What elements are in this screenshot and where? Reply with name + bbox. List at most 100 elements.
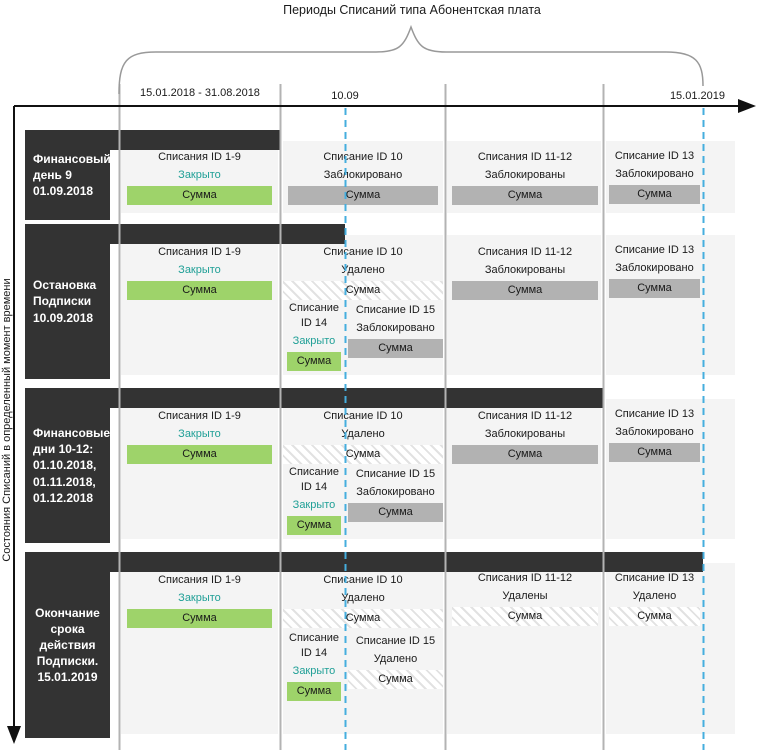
charge-status: Заблокированы xyxy=(484,169,566,181)
amount-bar: Сумма xyxy=(452,281,598,300)
charge-card: Списания ID 1-9 Закрыто Сумма xyxy=(121,573,278,628)
charge-status: Закрыто xyxy=(178,592,221,604)
charge-card: Списание ID 13 Удалено Сумма xyxy=(606,571,703,626)
amount-bar: Сумма xyxy=(283,609,443,628)
charge-status: Заблокировано xyxy=(356,486,435,498)
brace-icon xyxy=(118,24,704,95)
charge-card: Списание ID 14 Закрыто Сумма xyxy=(284,301,344,371)
charge-status: Закрыто xyxy=(178,264,221,276)
charge-status: Заблокировано xyxy=(356,322,435,334)
charge-status: Закрыто xyxy=(292,665,336,677)
amount-bar: Сумма xyxy=(287,352,341,371)
amount-bar: Сумма xyxy=(127,445,272,464)
amount-bar: Сумма xyxy=(348,503,443,522)
column-bg xyxy=(447,235,601,375)
charge-title: Списание ID 14 xyxy=(289,302,339,329)
charge-title: Списания ID 11-12 xyxy=(477,410,573,422)
charge-card: Списание ID 10 Удалено Сумма xyxy=(283,573,443,628)
amount-bar: Сумма xyxy=(609,279,700,298)
charge-card: Списание ID 15 Заблокировано Сумма xyxy=(348,303,443,358)
amount-bar: Сумма xyxy=(452,445,598,464)
charge-card: Списание ID 10 Заблокировано Сумма xyxy=(283,150,443,205)
charge-status: Заблокировано xyxy=(615,426,694,438)
amount-bar: Сумма xyxy=(348,339,443,358)
charge-card: Списание ID 13 Заблокировано Сумма xyxy=(606,149,703,204)
tick-label-10-09: 10.09 xyxy=(331,90,359,102)
charge-status: Закрыто xyxy=(292,499,336,511)
charge-card: Списания ID 1-9 Закрыто Сумма xyxy=(121,150,278,205)
charge-title: Списание ID 10 xyxy=(323,246,403,258)
charge-status: Заблокированы xyxy=(484,428,566,440)
charge-title: Списание ID 15 xyxy=(355,304,436,316)
charge-card: Списания ID 11-12 Заблокированы Сумма xyxy=(447,150,603,205)
charge-card: Списание ID 10 Удалено Сумма xyxy=(283,409,443,464)
charge-status: Удалено xyxy=(341,428,385,440)
charge-card: Списания ID 1-9 Закрыто Сумма xyxy=(121,245,278,300)
charge-card: Списания ID 11-12 Удалены Сумма xyxy=(447,571,603,626)
amount-bar: Сумма xyxy=(283,445,443,464)
charge-status: Удалены xyxy=(502,590,548,602)
elapsed-bar-row-4 xyxy=(25,552,703,572)
charge-status: Закрыто xyxy=(178,428,221,440)
charge-card: Списание ID 14 Закрыто Сумма xyxy=(284,465,344,535)
amount-bar: Сумма xyxy=(609,607,700,626)
column-bg xyxy=(121,399,278,539)
charge-status: Удалено xyxy=(341,592,385,604)
y-axis-label: Состояния Списаний в определенный момент… xyxy=(1,278,13,562)
charge-card: Списание ID 13 Заблокировано Сумма xyxy=(606,243,703,298)
amount-bar: Сумма xyxy=(288,186,438,205)
charge-status: Удалено xyxy=(341,264,385,276)
charge-status: Закрыто xyxy=(178,169,221,181)
charge-status: Заблокированы xyxy=(484,264,566,276)
tick-label-15-01-2019: 15.01.2019 xyxy=(669,90,725,102)
column-bg xyxy=(283,563,443,734)
charge-title: Списания ID 1-9 xyxy=(158,410,241,422)
amount-bar: Сумма xyxy=(283,281,443,300)
amount-bar: Сумма xyxy=(609,443,700,462)
amount-bar: Сумма xyxy=(287,516,341,535)
charge-status: Удалено xyxy=(373,653,418,665)
column-bg xyxy=(447,563,601,734)
charge-title: Списание ID 14 xyxy=(289,632,339,659)
charge-card: Списание ID 15 Заблокировано Сумма xyxy=(348,467,443,522)
row-label-subscription-stop: Остановка Подписки 10.09.2018 xyxy=(25,224,110,379)
charge-status: Заблокировано xyxy=(323,169,403,181)
charge-card: Списание ID 14 Закрыто Сумма xyxy=(284,631,344,701)
charge-title: Списания ID 11-12 xyxy=(477,572,573,584)
row-label-financial-day-9: Финансовый день 9 01.09.2018 xyxy=(25,130,111,220)
elapsed-bar-row-3 xyxy=(25,388,603,408)
column-bg xyxy=(121,563,278,734)
charge-card: Списания ID 1-9 Закрыто Сумма xyxy=(121,409,278,464)
charge-title: Списание ID 10 xyxy=(323,410,403,422)
charge-title: Списание ID 13 xyxy=(614,408,695,420)
amount-bar: Сумма xyxy=(127,281,272,300)
charge-status: Удалено xyxy=(632,590,677,602)
charge-title: Списания ID 11-12 xyxy=(477,246,573,258)
charge-title: Списания ID 1-9 xyxy=(158,151,241,163)
column-bg xyxy=(121,235,278,375)
charge-card: Списание ID 10 Удалено Сумма xyxy=(283,245,443,300)
time-axis-arrow-icon xyxy=(738,99,756,113)
charge-title: Списание ID 14 xyxy=(289,466,339,493)
amount-bar: Сумма xyxy=(609,185,700,204)
charge-title: Списания ID 1-9 xyxy=(158,574,241,586)
column-bg xyxy=(606,399,735,539)
charge-title: Списание ID 13 xyxy=(614,572,695,584)
charge-card: Списания ID 11-12 Заблокированы Сумма xyxy=(447,409,603,464)
charge-status: Заблокировано xyxy=(615,168,694,180)
charge-title: Списания ID 1-9 xyxy=(158,246,241,258)
diagram-title: Периоды Списаний типа Абонентская плата xyxy=(283,3,541,17)
charge-title: Списание ID 15 xyxy=(355,635,436,647)
charge-status: Закрыто xyxy=(292,335,336,347)
row-label-subscription-end: Окончание срока действия Подписки. 15.01… xyxy=(25,552,110,738)
amount-bar: Сумма xyxy=(127,609,272,628)
column-bg xyxy=(447,399,601,539)
column-bg xyxy=(606,235,735,375)
charge-title: Списание ID 15 xyxy=(355,468,436,480)
tick-label-period-range: 15.01.2018 - 31.08.2018 xyxy=(140,87,260,99)
column-bg xyxy=(606,563,735,734)
amount-bar: Сумма xyxy=(127,186,272,205)
charge-title: Списание ID 13 xyxy=(614,150,695,162)
amount-bar: Сумма xyxy=(348,670,443,689)
